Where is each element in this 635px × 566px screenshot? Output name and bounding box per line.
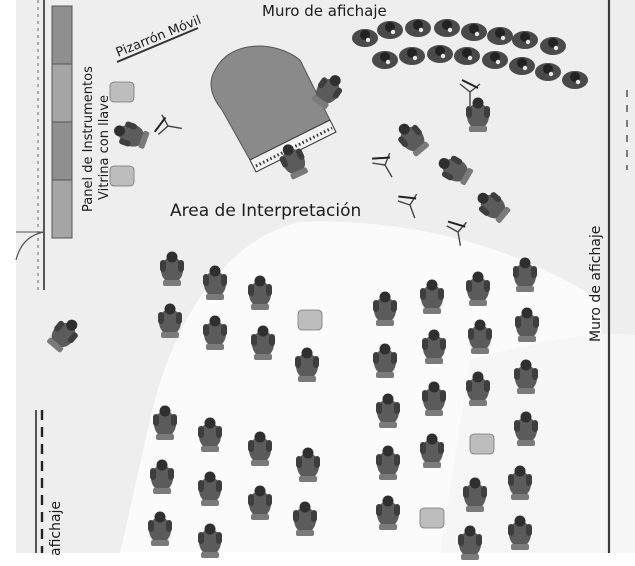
cabinet-label: Vitrina con llave xyxy=(97,95,112,200)
mobile-board xyxy=(116,27,199,63)
top-wall-label: Muro de afichaje xyxy=(262,2,387,20)
right-wall-label: Muro de afichaje xyxy=(588,226,604,342)
audience-zone-right xyxy=(440,333,635,553)
empty-chair-icon xyxy=(109,165,135,187)
scan-border-left xyxy=(0,0,16,566)
empty-chair-icon xyxy=(109,81,135,103)
door-arc xyxy=(15,231,45,261)
performance-area-label: Area de Interpretación xyxy=(170,201,361,221)
scan-border-bottom xyxy=(0,553,635,566)
grand-piano-icon xyxy=(210,45,337,173)
instrument-panel xyxy=(51,5,73,239)
instrument-panel-label: Panel de Instrumentos xyxy=(81,66,96,212)
bottom-left-wall-label: afichaje xyxy=(48,501,64,556)
